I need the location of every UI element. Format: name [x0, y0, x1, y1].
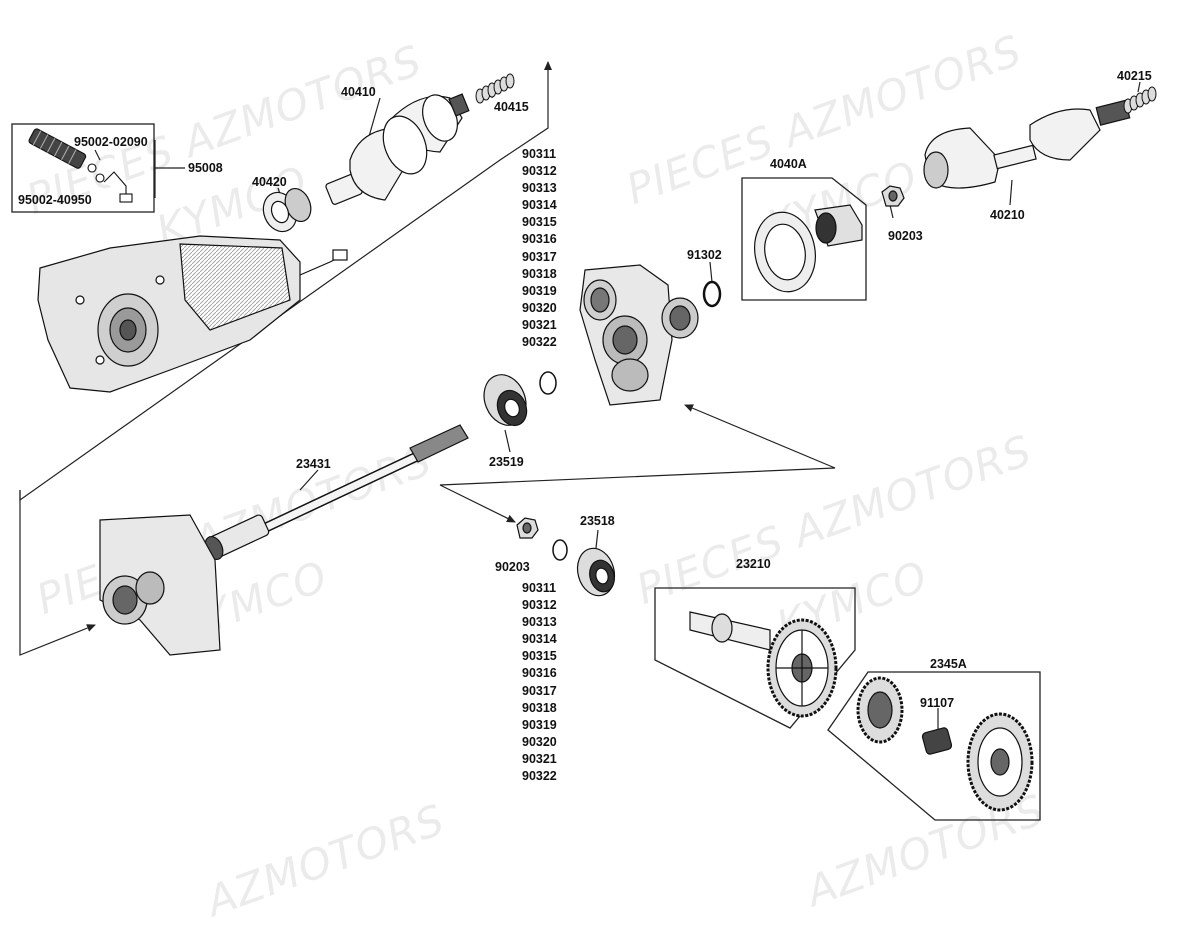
nut-90203-bottom — [516, 517, 539, 539]
arrow-line-left-bottom — [19, 490, 96, 656]
hose-group-box — [11, 123, 155, 213]
shim-item[interactable]: 90313 — [522, 181, 557, 196]
shim-item[interactable]: 90317 — [522, 249, 557, 264]
thrust-washer-23519 — [483, 374, 528, 427]
arrow-line-right — [439, 404, 836, 486]
boot-40420 — [262, 188, 312, 233]
shim-item[interactable]: 90312 — [522, 598, 557, 613]
part-label-91107[interactable]: 91107 — [920, 696, 955, 710]
part-label-23518[interactable]: 23518 — [580, 514, 615, 528]
exploded-parts-diagram — [11, 61, 1157, 821]
shim-item[interactable]: 90315 — [522, 215, 557, 230]
part-label-40215[interactable]: 40215 — [1117, 69, 1152, 83]
shim-item[interactable]: 90319 — [522, 283, 557, 298]
hose-assembly — [28, 128, 133, 203]
shim-item[interactable]: 90321 — [522, 317, 557, 332]
shim-item[interactable]: 90319 — [522, 717, 557, 732]
part-label-90203-bottom[interactable]: 90203 — [495, 560, 530, 574]
part-label-90203-top[interactable]: 90203 — [888, 229, 923, 243]
seal-91302 — [702, 280, 722, 308]
part-label-40410[interactable]: 40410 — [341, 85, 376, 99]
gearbox-housing — [37, 235, 348, 393]
shim-item[interactable]: 90314 — [522, 198, 557, 213]
shim-item[interactable]: 90311 — [522, 581, 557, 595]
drive-shaft-23431 — [204, 424, 469, 560]
leader-lines — [19, 61, 1141, 738]
part-label-23210[interactable]: 23210 — [736, 557, 771, 571]
shim-item[interactable]: 90314 — [522, 632, 557, 647]
shim-item[interactable]: 90311 — [522, 147, 557, 161]
part-label-23431[interactable]: 23431 — [296, 457, 331, 471]
gear-shaft-23210 — [689, 611, 838, 718]
part-label-91302[interactable]: 91302 — [687, 248, 722, 262]
bearing-kit-4040A — [754, 204, 863, 293]
part-label-4040A[interactable]: 4040A — [770, 157, 807, 171]
shim-item[interactable]: 90317 — [522, 683, 557, 698]
shim-item[interactable]: 90316 — [522, 232, 557, 247]
part-label-23519[interactable]: 23519 — [489, 455, 524, 469]
lower-housing — [99, 514, 221, 656]
shim-ring-bottom — [552, 539, 568, 561]
shim-item[interactable]: 90313 — [522, 615, 557, 630]
shim-item[interactable]: 90322 — [522, 335, 557, 350]
shim-list-top: 90311 90312 90313 90314 90315 90316 9031… — [522, 146, 557, 351]
center-housing — [579, 264, 699, 406]
gear-set-2345A — [856, 676, 1034, 812]
arrow-line-90203 — [439, 484, 516, 523]
shim-item[interactable]: 90320 — [522, 300, 557, 315]
drive-shaft-40410 — [325, 93, 470, 205]
shim-item[interactable]: 90316 — [522, 666, 557, 681]
part-label-40210[interactable]: 40210 — [990, 208, 1025, 222]
shim-item[interactable]: 90321 — [522, 751, 557, 766]
thrust-washer-23518 — [576, 547, 616, 597]
shim-item[interactable]: 90312 — [522, 164, 557, 179]
spring-40215 — [1123, 86, 1157, 114]
shim-item[interactable]: 90320 — [522, 734, 557, 749]
part-label-40415[interactable]: 40415 — [494, 100, 529, 114]
group-box-2345A — [827, 671, 1041, 821]
part-label-95002-40950[interactable]: 95002-40950 — [18, 193, 92, 207]
shim-item[interactable]: 90318 — [522, 266, 557, 281]
shim-item[interactable]: 90318 — [522, 700, 557, 715]
shim-item[interactable]: 90322 — [522, 769, 557, 784]
group-box-4040A — [741, 177, 867, 301]
part-label-40420[interactable]: 40420 — [252, 175, 287, 189]
part-label-2345A[interactable]: 2345A — [930, 657, 967, 671]
drive-shaft-40210 — [923, 99, 1131, 189]
spring-40415 — [475, 73, 515, 104]
shim-item[interactable]: 90315 — [522, 649, 557, 664]
part-label-95008[interactable]: 95008 — [188, 161, 223, 175]
nut-90203-top — [881, 185, 905, 207]
shim-ring-top — [539, 371, 557, 395]
shim-list-bottom: 90311 90312 90313 90314 90315 90316 9031… — [522, 580, 557, 785]
part-label-95002-02090[interactable]: 95002-02090 — [74, 135, 148, 149]
